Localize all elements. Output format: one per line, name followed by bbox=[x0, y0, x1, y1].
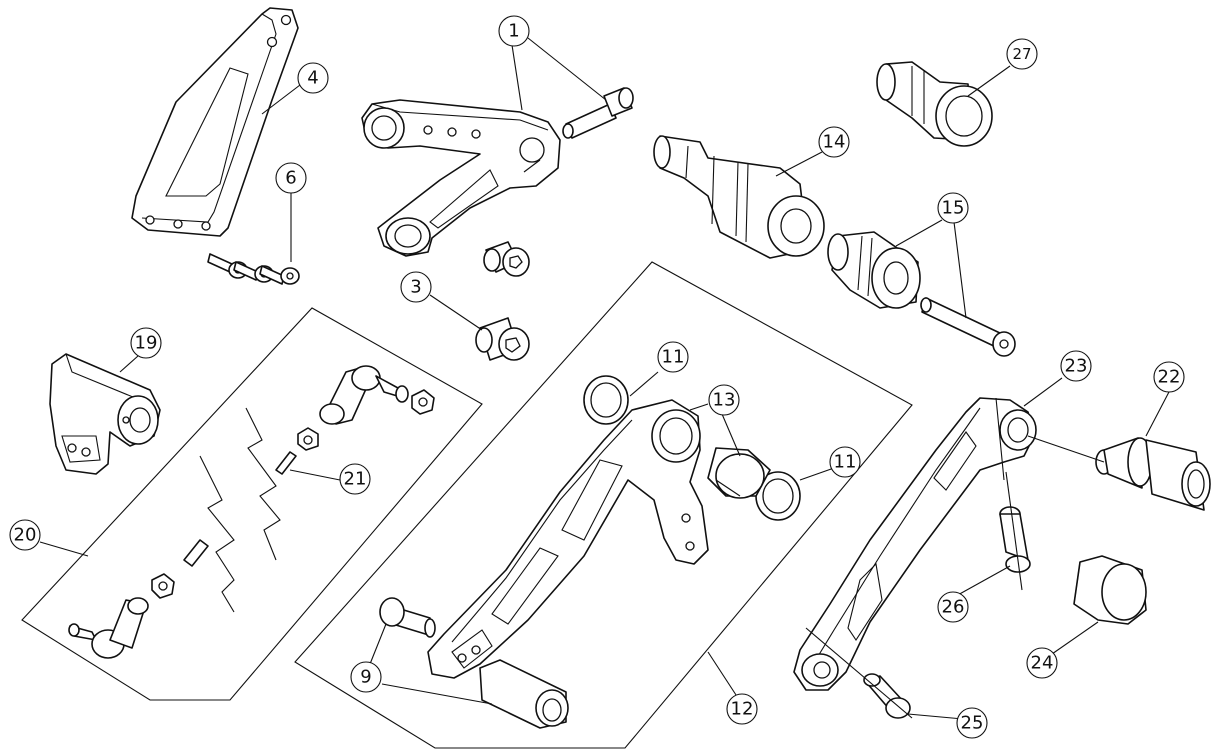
part-23-brake-lever bbox=[793, 397, 1037, 691]
part-11-washer-lower bbox=[755, 471, 801, 521]
callout-21-label: 21 bbox=[344, 469, 367, 490]
part-22-pivot-shaft bbox=[1095, 437, 1211, 511]
part-3-bolt-lower bbox=[475, 317, 530, 361]
callout-15-label: 15 bbox=[942, 198, 965, 219]
callout-26: 26 bbox=[937, 591, 969, 623]
part-9-bush bbox=[479, 659, 569, 729]
part-15-pin bbox=[920, 297, 1016, 357]
axis-line-25 bbox=[805, 627, 913, 719]
part-20-rod-end-lower bbox=[68, 597, 149, 659]
part-25-bolt bbox=[863, 673, 911, 719]
part-21-rod-end-upper bbox=[319, 365, 409, 425]
callout-11-lower: 11 bbox=[829, 446, 861, 478]
callout-20: 20 bbox=[9, 519, 41, 551]
callout-9-label: 9 bbox=[360, 667, 371, 688]
callout-23: 23 bbox=[1060, 350, 1092, 382]
group-box-20 bbox=[21, 307, 483, 701]
callout-11-upper-label: 11 bbox=[662, 347, 685, 368]
callout-27: 27 bbox=[1006, 38, 1038, 70]
callout-25: 25 bbox=[956, 707, 988, 739]
callout-19-label: 19 bbox=[135, 333, 158, 354]
callout-12: 12 bbox=[726, 693, 758, 725]
callout-26-label: 26 bbox=[942, 597, 965, 618]
part-24-collar bbox=[1073, 555, 1147, 625]
part-1-bolt bbox=[562, 87, 634, 139]
part-27-bushing bbox=[876, 61, 993, 147]
callout-24: 24 bbox=[1026, 647, 1058, 679]
callout-14: 14 bbox=[818, 126, 850, 158]
callout-3-label: 3 bbox=[410, 277, 421, 298]
part-20-rod-lower bbox=[183, 539, 209, 567]
callout-11-upper: 11 bbox=[657, 341, 689, 373]
callout-3: 3 bbox=[400, 271, 432, 303]
callout-15: 15 bbox=[937, 192, 969, 224]
part-26-bolt bbox=[999, 506, 1031, 573]
callout-11-lower-label: 11 bbox=[834, 452, 857, 473]
part-1-hanger-bracket bbox=[361, 99, 561, 257]
callout-25-label: 25 bbox=[961, 713, 984, 734]
break-line-lower bbox=[199, 455, 235, 613]
part-11-washer-upper bbox=[583, 375, 629, 425]
callout-6: 6 bbox=[275, 162, 307, 194]
part-15-rubber-peg bbox=[827, 231, 921, 309]
part-12-shift-lever bbox=[427, 399, 709, 679]
callout-14-label: 14 bbox=[823, 132, 846, 153]
callout-1-label: 1 bbox=[508, 21, 519, 42]
break-line-upper bbox=[245, 407, 281, 561]
part-21-nut-upper bbox=[411, 389, 435, 415]
part-21-rod-upper bbox=[275, 451, 297, 475]
part-21-nut-mid bbox=[297, 427, 319, 451]
callout-23-label: 23 bbox=[1065, 356, 1088, 377]
part-9-pin bbox=[379, 597, 436, 638]
callout-9: 9 bbox=[350, 661, 382, 693]
axis-line-26 bbox=[1005, 471, 1023, 591]
callout-12-label: 12 bbox=[731, 699, 754, 720]
part-19-bracket bbox=[49, 353, 161, 475]
callout-19: 19 bbox=[130, 327, 162, 359]
callout-6-label: 6 bbox=[285, 168, 296, 189]
callout-1: 1 bbox=[498, 15, 530, 47]
callout-22-label: 22 bbox=[1158, 367, 1181, 388]
part-6-screws bbox=[207, 253, 300, 285]
part-3-bolt-upper bbox=[483, 241, 530, 277]
callout-4: 4 bbox=[297, 62, 329, 94]
callout-13-label: 13 bbox=[713, 390, 736, 411]
axis-line-22 bbox=[1027, 435, 1105, 463]
part-14-footpeg bbox=[653, 135, 825, 259]
part-13-bush bbox=[707, 447, 771, 499]
callout-22: 22 bbox=[1153, 361, 1185, 393]
callout-27-label: 27 bbox=[1012, 45, 1031, 63]
callout-20-label: 20 bbox=[14, 525, 37, 546]
callout-24-label: 24 bbox=[1031, 653, 1054, 674]
group-box-12 bbox=[294, 261, 913, 749]
callout-4-label: 4 bbox=[307, 68, 318, 89]
leader-lines bbox=[39, 37, 1171, 721]
part-20-nut-lower bbox=[151, 573, 175, 599]
callout-21: 21 bbox=[339, 463, 371, 495]
part-4-heel-plate bbox=[131, 7, 299, 237]
callout-13: 13 bbox=[708, 384, 740, 416]
